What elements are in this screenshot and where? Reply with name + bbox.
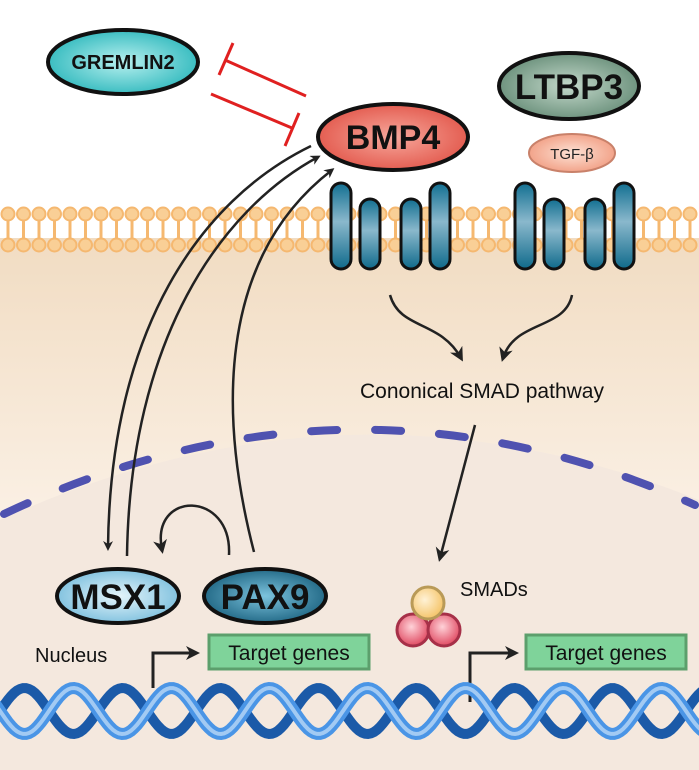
node-gremlin2: GREMLIN2 <box>46 28 200 96</box>
bmp4-receptor <box>329 181 452 271</box>
lipid-head <box>279 237 295 253</box>
msx1-label: MSX1 <box>70 578 165 617</box>
lipid-head <box>233 206 248 222</box>
nucleus-label: Nucleus <box>35 645 107 667</box>
lipid-head <box>93 206 109 222</box>
lipid-head <box>450 237 465 253</box>
ltbp3-label: LTBP3 <box>515 68 623 107</box>
lipid-head <box>140 237 155 253</box>
lipid-head <box>651 237 667 253</box>
arrow-pax9-to-bmp4 <box>231 168 335 553</box>
inhibition-gremlin2-to-bmp4 <box>217 42 307 98</box>
lipid-head <box>682 206 698 222</box>
lipid-head <box>465 237 481 253</box>
dna-double-helix <box>0 681 699 741</box>
lipid-head <box>62 206 78 222</box>
lipid-head <box>233 237 248 253</box>
lipid-head <box>264 206 279 222</box>
pax9-label: PAX9 <box>221 578 310 617</box>
lipid-head <box>465 206 481 222</box>
lipid-head <box>496 206 512 222</box>
lipid-head <box>140 206 155 222</box>
target-genes-label-1: Target genes <box>228 642 349 665</box>
dna-strand-highlight <box>0 685 699 737</box>
lipid-head <box>496 237 512 253</box>
lipid-head <box>667 206 682 222</box>
lipid-head <box>93 237 109 253</box>
lipid-head <box>78 237 93 253</box>
lipid-head <box>310 206 326 222</box>
lipid-head <box>47 237 62 253</box>
lipid-head <box>109 206 124 222</box>
lipid-head <box>310 237 326 253</box>
lipid-head <box>0 237 16 253</box>
lipid-head <box>155 206 171 222</box>
lipid-head <box>651 206 667 222</box>
smads-label: SMADs <box>460 579 528 601</box>
arrow-pathway-to-smads <box>435 424 477 562</box>
lipid-head <box>31 206 47 222</box>
bmp4-label: BMP4 <box>346 119 441 157</box>
arrow-pax9-to-msx1 <box>153 504 231 556</box>
lipid-head <box>217 237 233 253</box>
lipid-head <box>109 237 124 253</box>
target-genes-label-2: Target genes <box>545 642 666 665</box>
lipid-head <box>155 237 171 253</box>
lipid-head <box>16 206 31 222</box>
lipid-head <box>636 237 651 253</box>
lipid-head <box>682 237 698 253</box>
lipid-head <box>248 237 264 253</box>
tgfb-receptor <box>513 181 636 271</box>
node-ltbp3: LTBP3 <box>497 51 641 121</box>
transcription-arrow-1 <box>151 646 200 688</box>
lipid-head <box>481 206 496 222</box>
lipid-head <box>171 206 186 222</box>
node-msx1: MSX1 <box>55 567 181 625</box>
node-pax9: PAX9 <box>202 567 328 625</box>
lipid-head <box>0 206 16 222</box>
node-bmp4: BMP4 <box>316 102 470 172</box>
pathway-label: Cononical SMAD pathway <box>360 380 604 403</box>
lipid-head <box>124 206 140 222</box>
lipid-head <box>31 237 47 253</box>
lipid-head <box>78 206 93 222</box>
lipid-head <box>295 206 310 222</box>
lipid-head <box>62 237 78 253</box>
lipid-head <box>636 206 651 222</box>
tgfb-label: TGF-β <box>550 146 594 163</box>
lipid-head <box>450 206 465 222</box>
lipid-head <box>295 237 310 253</box>
lipid-head <box>202 237 217 253</box>
gremlin2-label: GREMLIN2 <box>71 52 174 74</box>
arrow-bmp4-to-msx1 <box>103 144 312 551</box>
lipid-head <box>47 206 62 222</box>
arrow-msx1-to-bmp4 <box>125 155 321 557</box>
target-genes-box-2: Target genes <box>524 633 688 671</box>
node-tgfb: TGF-β <box>528 133 616 173</box>
arrow-bmp4-receptor-to-smad <box>388 294 463 362</box>
lipid-head <box>124 237 140 253</box>
lipid-head <box>667 237 682 253</box>
arrow-tgfb-receptor-to-smad <box>499 294 574 362</box>
node-smads: SMADs <box>395 579 528 648</box>
target-genes-box-1: Target genes <box>207 633 371 671</box>
lipid-head <box>248 206 264 222</box>
lipid-head <box>171 237 186 253</box>
inhibition-bmp4-to-gremlin2 <box>210 92 301 147</box>
lipid-head <box>481 237 496 253</box>
lipid-head <box>186 206 202 222</box>
lipid-head <box>16 237 31 253</box>
lipid-head <box>202 206 217 222</box>
